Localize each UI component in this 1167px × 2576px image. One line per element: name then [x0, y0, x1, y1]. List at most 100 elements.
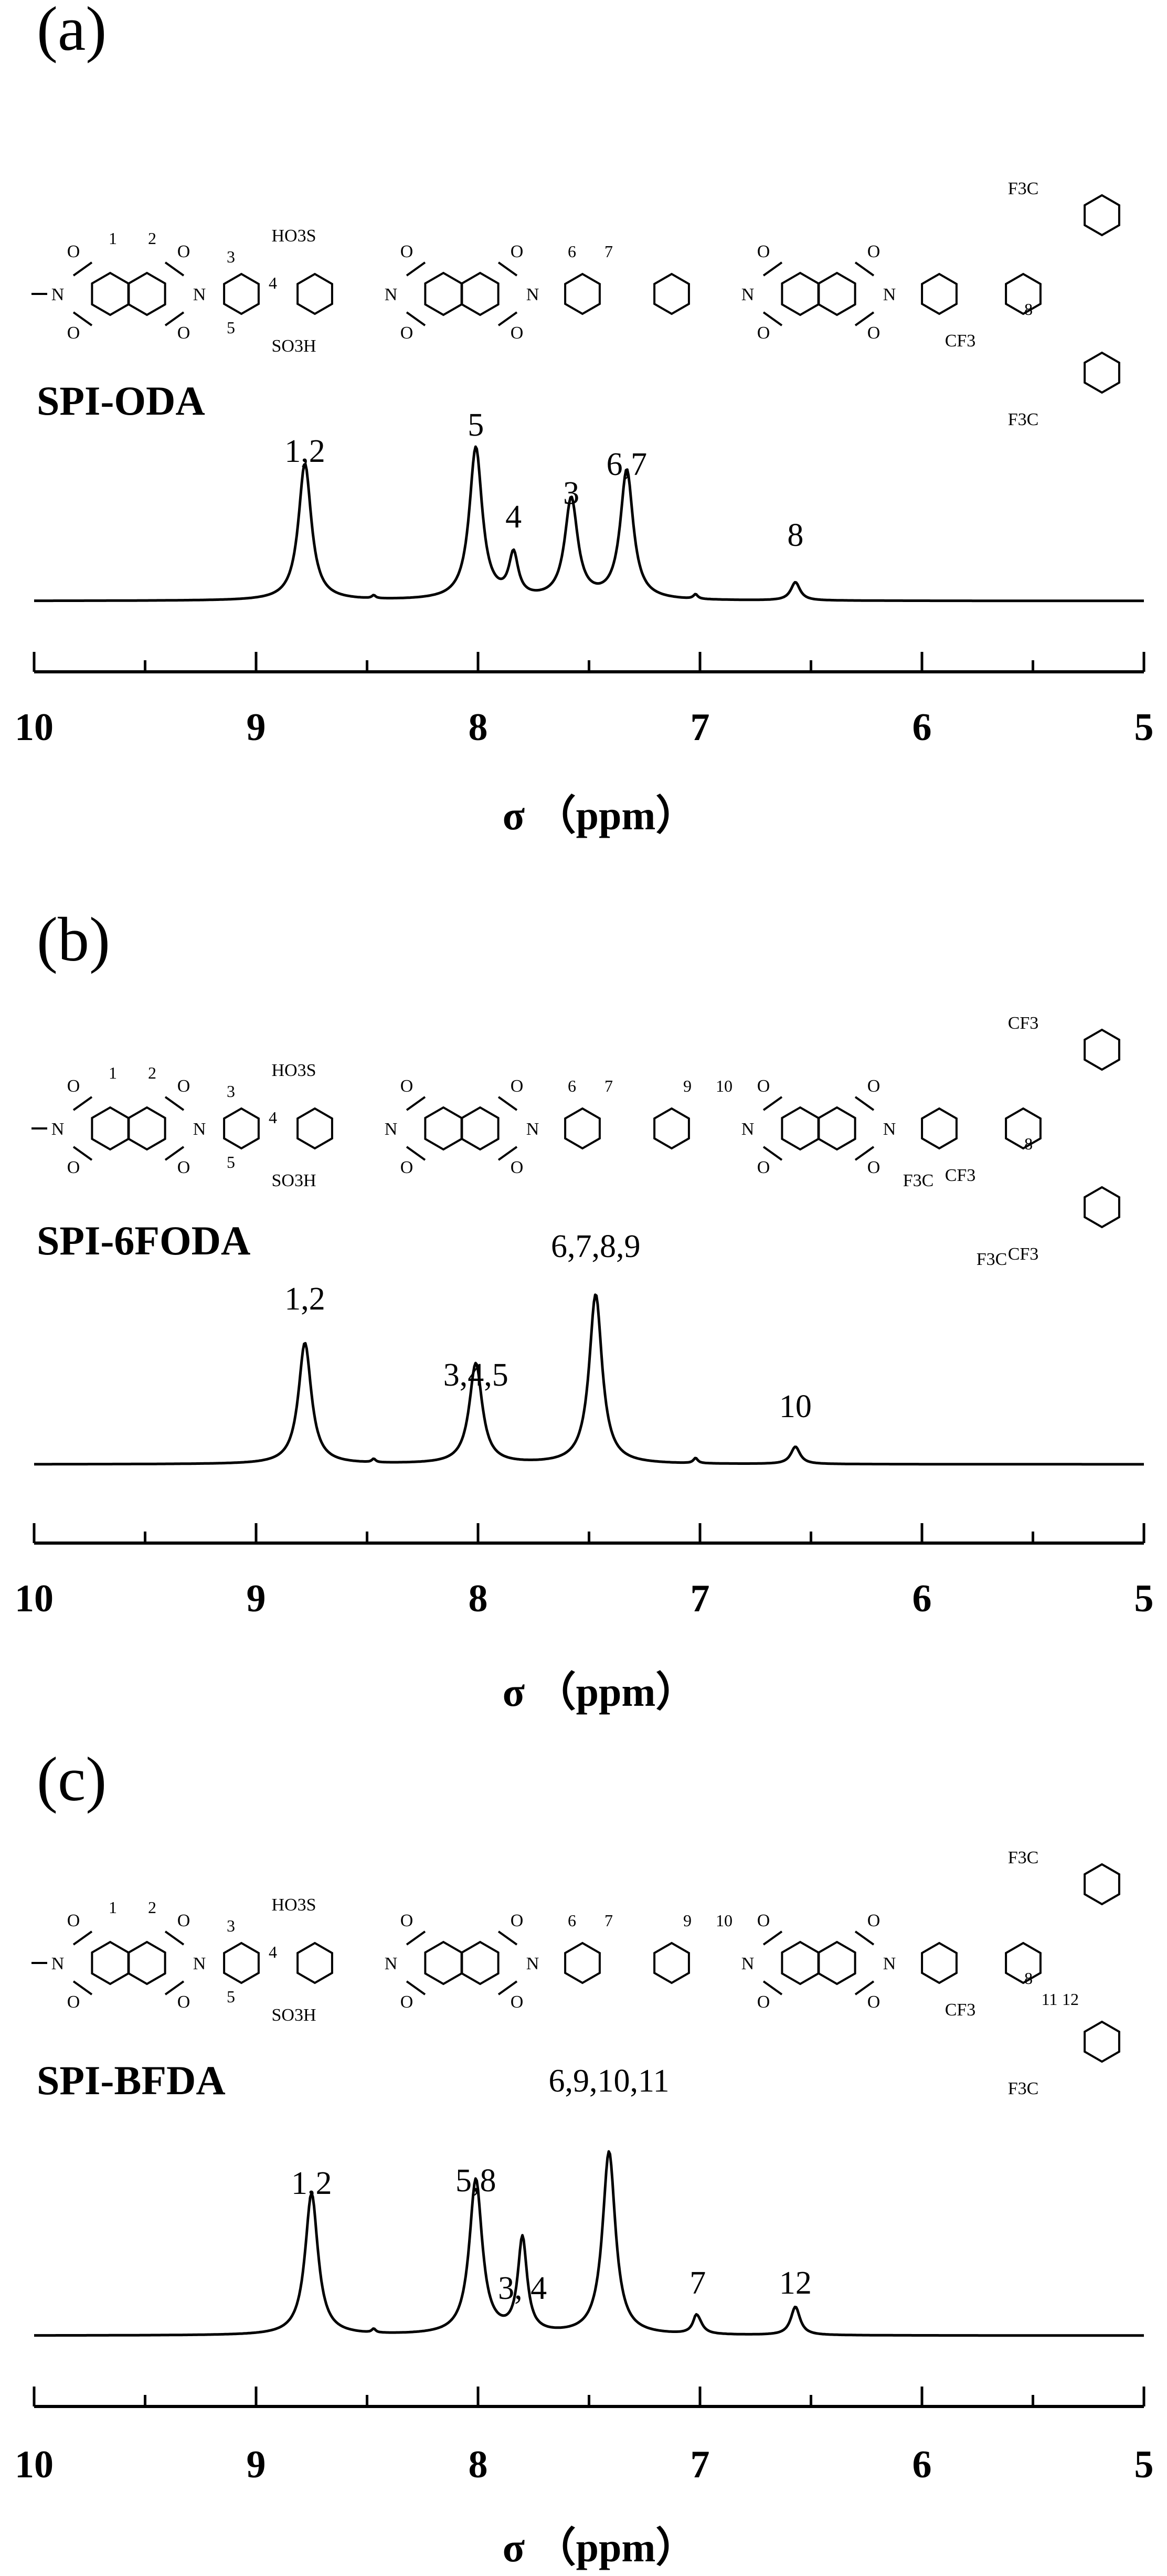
- x-tick-label: 7: [691, 706, 710, 749]
- imide-bonds: [762, 1930, 875, 1996]
- ring: [564, 1107, 601, 1150]
- x-axis-title: σ （ppm）: [503, 793, 697, 838]
- atom-N: N: [193, 1954, 206, 1973]
- ring: [223, 1941, 260, 1984]
- ring: [564, 272, 601, 315]
- atom-number: 9: [683, 1076, 692, 1095]
- atom-number: 2: [148, 1898, 156, 1917]
- atom-number: 5: [227, 318, 235, 337]
- atom-N: N: [741, 1120, 755, 1139]
- group-label: HO3S: [271, 226, 316, 246]
- atom-number: 10: [716, 1911, 733, 1930]
- atom-N: N: [741, 285, 755, 304]
- atom-O: O: [400, 1992, 413, 2012]
- peak-label: 1,2: [284, 1281, 325, 1317]
- imide-bonds: [406, 261, 518, 326]
- atom-number: 6: [568, 1076, 576, 1095]
- atom-O: O: [400, 1911, 413, 1930]
- group-label: CF3: [945, 2000, 976, 2020]
- atom-number: 8: [1024, 1134, 1033, 1153]
- atom-number: 10: [716, 1076, 733, 1095]
- imide-bonds: [72, 1930, 185, 1996]
- ring: [1084, 194, 1120, 237]
- ring: [653, 272, 690, 315]
- ring: [461, 1106, 500, 1151]
- x-tick-label: 9: [247, 706, 266, 749]
- peak-label: 10: [779, 1389, 812, 1424]
- imide-bonds: [72, 261, 185, 326]
- ring: [781, 271, 820, 316]
- atom-O: O: [867, 1911, 880, 1930]
- atom-O: O: [867, 323, 880, 343]
- x-tick-label: 8: [469, 1577, 488, 1620]
- ring: [921, 1107, 958, 1150]
- atom-number: 4: [269, 1942, 277, 1961]
- x-tick-label: 10: [15, 706, 54, 749]
- group-label: F3C: [903, 1171, 934, 1190]
- x-tick-label: 7: [691, 2443, 710, 2486]
- atom-O: O: [511, 323, 524, 343]
- ring: [296, 272, 333, 315]
- atom-number: 6: [568, 242, 576, 261]
- atom-O: O: [757, 1076, 770, 1096]
- atom-N: N: [883, 285, 896, 304]
- atom-N: N: [51, 285, 65, 304]
- atom-O: O: [867, 242, 880, 261]
- group-label: F3C: [1008, 410, 1039, 429]
- peak-label: 5,8: [455, 2163, 496, 2199]
- atom-O: O: [177, 242, 190, 261]
- x-tick-label: 9: [247, 2443, 266, 2486]
- atom-O: O: [67, 1992, 80, 2012]
- ring: [424, 271, 463, 316]
- x-tick-label: 9: [247, 1577, 266, 1620]
- atom-number: 3: [227, 1916, 235, 1935]
- imide-bonds: [406, 1930, 518, 1996]
- atom-O: O: [867, 1992, 880, 2012]
- ring: [461, 271, 500, 316]
- x-tick-label: 7: [691, 1577, 710, 1620]
- peak-label: 6,9,10,11: [548, 2063, 669, 2099]
- atom-N: N: [526, 285, 539, 304]
- ring: [653, 1941, 690, 1984]
- atom-O: O: [511, 1911, 524, 1930]
- atom-O: O: [511, 1992, 524, 2012]
- atom-O: O: [757, 242, 770, 261]
- atom-O: O: [867, 1076, 880, 1096]
- atom-number: 7: [604, 242, 613, 261]
- spectrum-line: [34, 445, 1144, 603]
- atom-number: 4: [269, 273, 277, 292]
- x-tick-label: 6: [913, 1577, 932, 1620]
- atom-O: O: [511, 242, 524, 261]
- ring: [818, 1940, 856, 1986]
- atom-N: N: [193, 285, 206, 304]
- atom-O: O: [400, 242, 413, 261]
- group-label: F3C: [977, 1250, 1007, 1269]
- imide-bonds: [762, 261, 875, 326]
- atom-O: O: [177, 323, 190, 343]
- atom-number: 12: [1062, 1990, 1079, 2009]
- atom-N: N: [193, 1120, 206, 1139]
- atom-O: O: [67, 1911, 80, 1930]
- ring: [1084, 2020, 1120, 2063]
- atom-number: 3: [227, 1082, 235, 1101]
- atom-O: O: [511, 1158, 524, 1177]
- panel-label: (b): [37, 904, 110, 974]
- peak-label: 1,2: [284, 434, 325, 469]
- ring: [128, 271, 166, 316]
- atom-number: 6: [568, 1911, 576, 1930]
- atom-O: O: [177, 1076, 190, 1096]
- atom-number: 8: [1024, 300, 1033, 319]
- x-tick-label: 6: [913, 706, 932, 749]
- x-tick-label: 8: [469, 706, 488, 749]
- group-label: SO3H: [271, 2005, 316, 2025]
- ring: [818, 1106, 856, 1151]
- atom-number: 3: [227, 247, 235, 266]
- atom-N: N: [526, 1120, 539, 1139]
- atom-N: N: [385, 1120, 398, 1139]
- x-tick-label: 5: [1134, 2443, 1154, 2486]
- ring: [223, 272, 260, 315]
- group-label: SO3H: [271, 336, 316, 356]
